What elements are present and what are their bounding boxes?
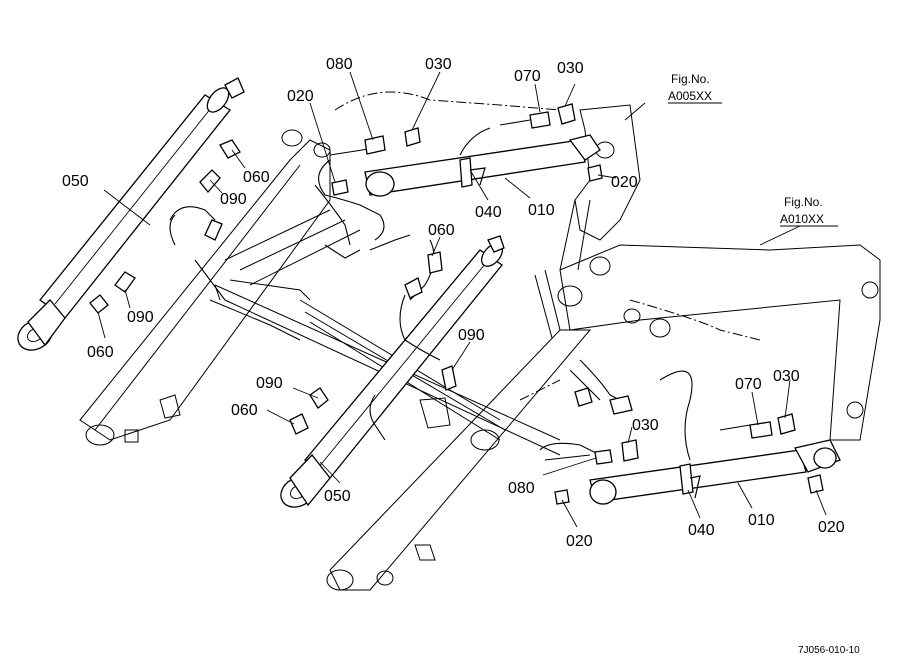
cylinder-050-left <box>17 77 245 351</box>
figure-ref-lines <box>668 102 838 227</box>
callout-050-lower: 050 <box>324 488 351 505</box>
cylinder-010-top <box>364 134 601 197</box>
fig-ref-1-code: A005XX <box>668 89 712 103</box>
callout-020-top: 020 <box>287 88 314 105</box>
callout-030-right: 030 <box>773 368 800 385</box>
callout-090-lower: 090 <box>256 375 283 392</box>
callout-010-top: 010 <box>528 202 555 219</box>
callout-010-lower: 010 <box>748 512 775 529</box>
callout-040-top: 040 <box>475 204 502 221</box>
drawing-code: 7J056-010-10 <box>798 645 860 656</box>
callout-060-a: 060 <box>243 169 270 186</box>
fig-ref-1-label: Fig.No. <box>671 72 710 86</box>
callout-030-top: 030 <box>425 56 452 73</box>
callout-080-lower: 080 <box>508 480 535 497</box>
cylinder-050-lower <box>280 235 505 508</box>
figure-references: Fig.No. A005XX Fig.No. A010XX <box>668 72 824 226</box>
fig-ref-2-label: Fig.No. <box>784 195 823 209</box>
callout-070-right: 070 <box>735 376 762 393</box>
fittings-mid-right <box>289 103 824 505</box>
callout-050-left: 050 <box>62 173 89 190</box>
callout-030-lower: 030 <box>632 417 659 434</box>
callout-060-b: 060 <box>87 344 114 361</box>
callout-060-mid: 060 <box>428 222 455 239</box>
callout-labels: 050 060 090 090 060 020 080 030 070 030 … <box>62 56 845 550</box>
callout-020-right2: 020 <box>818 519 845 536</box>
leader-lines <box>97 71 827 528</box>
cylinder-010-lower <box>589 439 841 505</box>
hoses <box>169 119 751 461</box>
fig-ref-2-code: A010XX <box>780 212 824 226</box>
callout-020-right1: 020 <box>611 174 638 191</box>
callout-030-top2: 030 <box>557 60 584 77</box>
callout-060-lower: 060 <box>231 402 258 419</box>
callout-070-top: 070 <box>514 68 541 85</box>
callout-080-top: 080 <box>326 56 353 73</box>
callout-040-lower: 040 <box>688 522 715 539</box>
callout-090-a: 090 <box>220 191 247 208</box>
callout-090-b: 090 <box>127 309 154 326</box>
callout-090-mid: 090 <box>458 327 485 344</box>
callout-020-lower: 020 <box>566 533 593 550</box>
